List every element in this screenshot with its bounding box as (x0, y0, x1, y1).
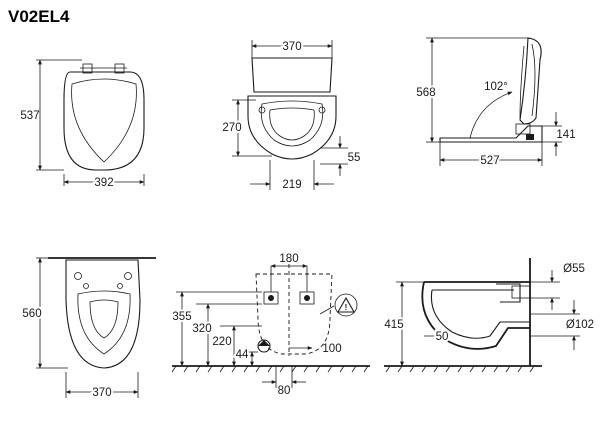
mounting-bolt-spacing-label: 180 (279, 253, 298, 265)
svg-text:!: ! (345, 303, 348, 312)
mounting-height-44-label: 44 (236, 349, 249, 361)
top-view-depth-label: 537 (20, 110, 39, 122)
section-height-label: 415 (384, 319, 403, 331)
front-view-base-label: 219 (282, 179, 301, 191)
mounting-view: ! 180 355 320 220 44 100 80 (170, 253, 370, 397)
side-view-height-label: 568 (416, 87, 435, 99)
rear-view-width-label: 370 (92, 387, 111, 399)
top-view: 537 392 (20, 59, 145, 191)
section-outlet-diameter-label: Ø55 (563, 263, 585, 275)
side-view-angle-label: 102° (484, 81, 508, 93)
section-inner-offset-label: 50 (436, 331, 449, 343)
front-view-width-label: 370 (282, 41, 301, 53)
top-view-width-label: 392 (94, 177, 113, 189)
rear-view: 560 370 (20, 257, 156, 401)
side-view: 102° 568 141 527 (414, 37, 576, 169)
mounting-height-320-label: 320 (192, 323, 211, 335)
mounting-offset-100-label: 100 (322, 343, 341, 355)
mounting-height-355-label: 355 (172, 311, 191, 323)
mounting-width-80-label: 80 (278, 385, 291, 397)
side-view-length-label: 527 (480, 155, 499, 167)
front-view: 370 270 55 219 (220, 39, 361, 191)
side-view-base-height-label: 141 (556, 129, 575, 141)
model-title: V02EL4 (8, 7, 70, 26)
rear-view-height-label: 560 (22, 308, 41, 320)
front-view-height-label: 270 (222, 122, 241, 134)
section-inlet-diameter-label: Ø102 (566, 319, 594, 331)
front-view-offset-label: 55 (348, 152, 361, 164)
mounting-height-220-label: 220 (212, 336, 231, 348)
section-view: Ø55 Ø102 415 50 (382, 258, 596, 373)
